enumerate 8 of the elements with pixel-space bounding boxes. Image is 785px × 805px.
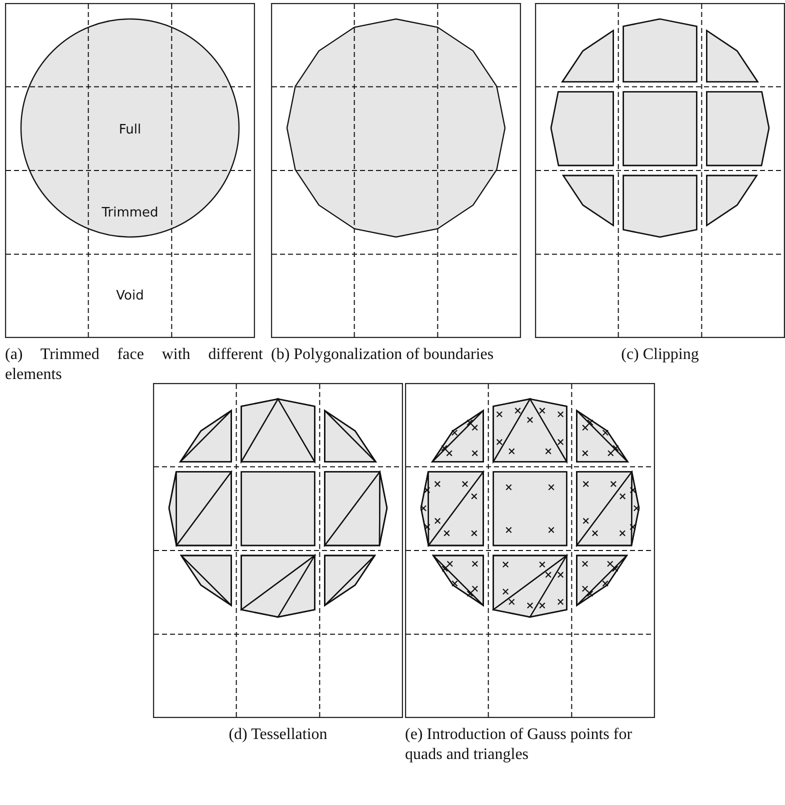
figure-caption: (e) Introduction of Gauss points for quads and triangles xyxy=(405,725,634,765)
figure-caption: (c) Clipping xyxy=(620,345,700,365)
region-label: Trimmed xyxy=(102,206,158,220)
figure-caption: (a) Trimmed face with different elements xyxy=(5,345,263,385)
figure-caption: (b) Polygonalization of boundaries xyxy=(271,345,495,365)
region-label: Full xyxy=(118,122,142,138)
region-label: Void xyxy=(116,288,144,304)
figure-caption: (d) Tessellation xyxy=(228,725,328,745)
